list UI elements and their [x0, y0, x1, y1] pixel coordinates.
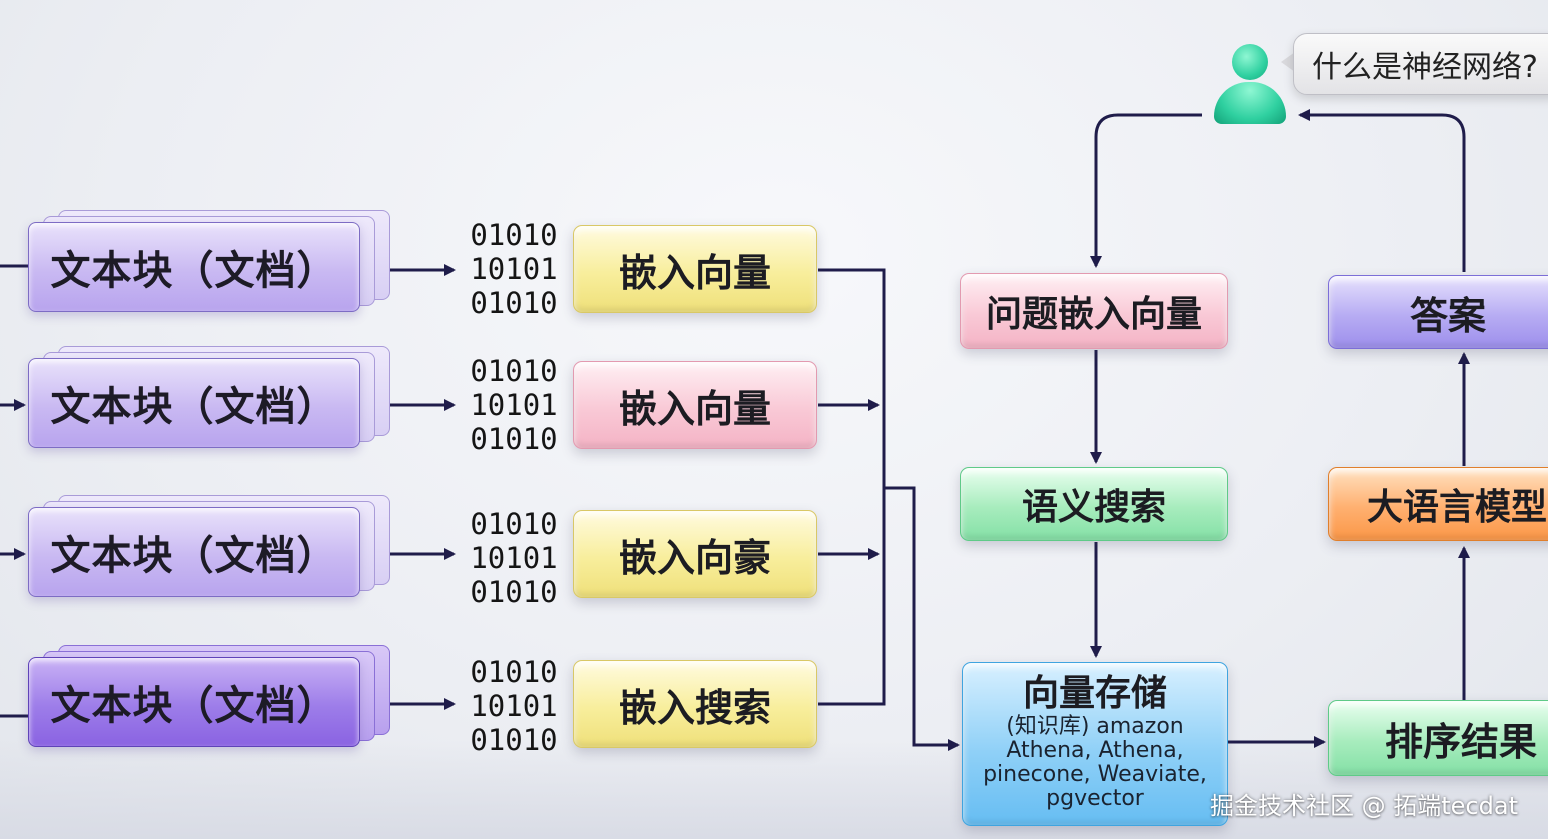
vector-store-box: 向量存储 (知识库) amazon Athena, Athena, pineco…	[962, 662, 1228, 826]
watermark: 掘金技术社区 @ 拓端tecdat	[1210, 792, 1518, 820]
chunk-label: 文本块（文档）	[28, 222, 360, 312]
chunk-label: 文本块（文档）	[28, 358, 360, 448]
binary-line: 01010	[470, 286, 558, 320]
answer-to-user	[1298, 109, 1466, 272]
binary-line: 01010	[470, 575, 558, 609]
binary-code-1: 01010 10101 01010	[464, 218, 564, 320]
user-to-question	[1090, 113, 1202, 268]
question-embedding-box: 问题嵌入向量	[960, 273, 1228, 349]
vector-store-detail-2: Athena, Athena,	[1006, 738, 1184, 763]
document-chunk-1: 文本块（文档）	[28, 210, 390, 312]
llm-box: 大语言模型	[1328, 467, 1548, 541]
speech-bubble-tail	[1281, 52, 1295, 72]
binary-line: 10101	[470, 689, 558, 723]
embedding-box-2: 嵌入向量	[573, 361, 817, 449]
binary-line: 10101	[470, 541, 558, 575]
floor-reflection	[0, 740, 1548, 839]
chunk-label: 文本块（文档）	[28, 507, 360, 597]
vector-store-detail-3: pinecone, Weaviate,	[983, 762, 1207, 787]
binary-line: 01010	[470, 507, 558, 541]
user-avatar	[1208, 44, 1292, 128]
binary-line: 01010	[470, 422, 558, 456]
binary-line: 01010	[470, 354, 558, 388]
binary-code-2: 01010 10101 01010	[464, 354, 564, 456]
user-body	[1214, 82, 1286, 124]
semantic-search-box: 语义搜索	[960, 467, 1228, 541]
embed-line-4	[818, 405, 886, 706]
embedding-box-1: 嵌入向量	[573, 225, 817, 313]
document-chunk-2: 文本块（文档）	[28, 346, 390, 448]
chunk-label: 文本块（文档）	[28, 657, 360, 747]
vector-store-detail-1: (知识库) amazon	[1006, 714, 1184, 739]
binary-line: 01010	[470, 655, 558, 689]
embedding-box-3: 嵌入向豪	[573, 510, 817, 598]
user-head	[1232, 44, 1268, 80]
binary-line: 01010	[470, 723, 558, 757]
collector-to-store	[884, 486, 960, 751]
binary-line: 10101	[470, 388, 558, 422]
embed-line-1	[818, 268, 886, 405]
document-chunk-3: 文本块（文档）	[28, 495, 390, 597]
binary-code-3: 01010 10101 01010	[464, 507, 564, 609]
question-bubble: 什么是神经网络?	[1293, 33, 1548, 95]
vector-store-detail-4: pgvector	[1046, 786, 1144, 811]
embedding-box-4: 嵌入搜索	[573, 660, 817, 748]
binary-line: 01010	[470, 218, 558, 252]
answer-box: 答案	[1328, 275, 1548, 349]
document-chunk-4: 文本块（文档）	[28, 645, 390, 747]
vector-store-title: 向量存储	[1022, 673, 1167, 714]
binary-line: 10101	[470, 252, 558, 286]
binary-code-4: 01010 10101 01010	[464, 655, 564, 757]
ranked-results-box: 排序结果	[1328, 700, 1548, 776]
